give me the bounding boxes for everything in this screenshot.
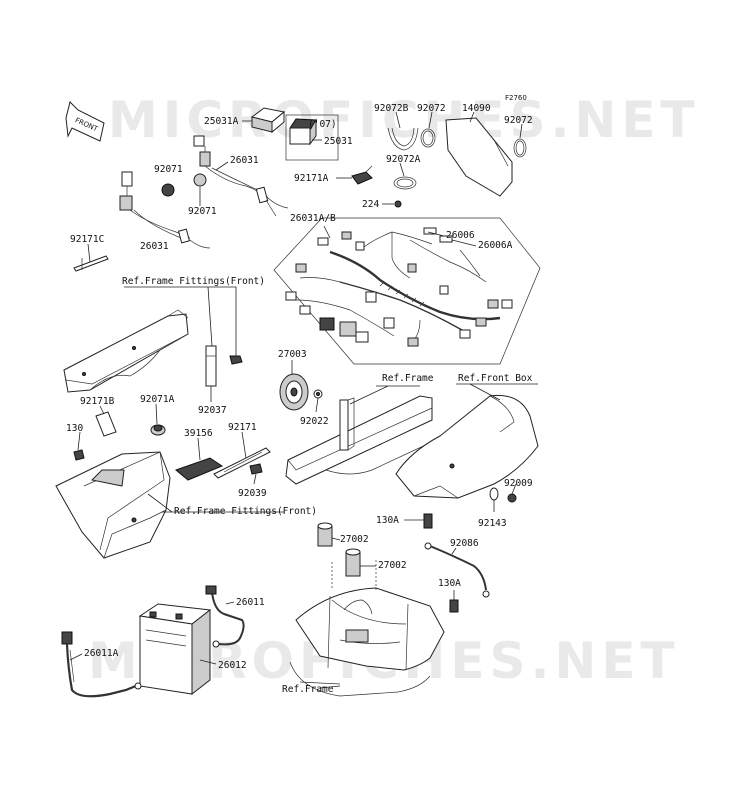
cable-92086 — [424, 542, 490, 598]
relay-25031A — [250, 107, 286, 134]
label-27002-b: 27002 — [378, 560, 407, 571]
label-92072-right: 92072 — [504, 115, 533, 126]
band-92037 — [205, 345, 217, 387]
clip-92171A — [351, 165, 373, 185]
bolt-130 — [73, 449, 85, 461]
harness-outline — [273, 217, 541, 365]
label-92171: 92171 — [228, 422, 257, 433]
label-92086: 92086 — [450, 538, 479, 549]
clamp-92072-right — [513, 138, 527, 158]
box-07 — [285, 114, 339, 161]
band-92171B — [95, 411, 117, 437]
relay-25031 — [289, 118, 317, 146]
label-92009: 92009 — [504, 478, 533, 489]
label-year-note: ('07) — [308, 119, 337, 130]
label-92071A: 92071A — [140, 394, 175, 405]
band-92171 — [213, 447, 271, 479]
label-92071-a: 92071 — [154, 164, 183, 175]
relay-27002-a — [317, 522, 333, 547]
label-92171B: 92171B — [80, 396, 115, 407]
grommet-92071A — [150, 424, 166, 436]
bolt-130A-b — [449, 599, 459, 613]
label-92022: 92022 — [300, 416, 329, 427]
label-25031A: 25031A — [204, 116, 239, 127]
label-26011A: 26011A — [84, 648, 119, 659]
label-39156: 39156 — [184, 428, 213, 439]
label-92171A: 92171A — [294, 173, 329, 184]
clamp-92072B — [387, 127, 419, 151]
bolt-92037-fitting — [229, 355, 243, 365]
sub-harness-26031-lower — [119, 171, 211, 249]
washer-92022 — [313, 389, 323, 399]
ref-frame-fittings-front-2: Ref.Frame Fittings(Front) — [174, 506, 317, 517]
clamp-92072A — [393, 176, 417, 190]
label-92171C: 92171C — [70, 234, 104, 245]
label-26031AB: 26031A/B — [290, 213, 336, 224]
ref-frame-1: Ref.Frame — [382, 373, 434, 384]
label-26012: 26012 — [218, 660, 247, 671]
label-92037: 92037 — [198, 405, 227, 416]
bolt-130A-a — [423, 513, 433, 529]
label-130: 130 — [66, 423, 83, 434]
relay-27002-b — [345, 548, 361, 577]
front-box — [395, 394, 539, 499]
bolt-92009 — [507, 493, 517, 503]
label-26006A: 26006A — [478, 240, 513, 251]
cable-26011 — [205, 585, 245, 648]
clamp-92072 — [420, 128, 436, 148]
lower-frame — [289, 560, 445, 697]
main-harness-26031AB — [285, 227, 513, 347]
bolt-224 — [394, 200, 402, 208]
cover-14090 — [445, 117, 513, 197]
frame-fittings-front-upper — [63, 309, 189, 393]
label-92072B: 92072B — [374, 103, 409, 114]
nut-92143 — [489, 487, 499, 501]
ref-frame-2: Ref.Frame — [282, 684, 334, 695]
label-130A-a: 130A — [376, 515, 399, 526]
label-26006: 26006 — [446, 230, 475, 241]
ref-frame-fittings-front-1: Ref.Frame Fittings(Front) — [122, 276, 265, 287]
horn-27003 — [279, 373, 309, 411]
label-25031: 25031 — [324, 136, 353, 147]
band-92171C — [73, 255, 109, 272]
label-26031-bottom: 26031 — [140, 241, 169, 252]
frame-fittings-front-lower — [55, 451, 171, 559]
label-92143: 92143 — [478, 518, 507, 529]
screw-92039 — [249, 463, 263, 475]
pad-39156 — [175, 457, 224, 481]
battery-26012 — [138, 603, 212, 696]
label-224: 224 — [362, 199, 379, 210]
label-27003: 27003 — [278, 349, 307, 360]
watermark-top: MICROFICHES.NET — [108, 91, 700, 149]
label-130A-b: 130A — [438, 578, 461, 589]
label-27002-a: 27002 — [340, 534, 369, 545]
ref-front-box: Ref.Front Box — [458, 373, 533, 384]
frame-upper-center — [285, 395, 433, 485]
label-92072A: 92072A — [386, 154, 421, 165]
label-26031-top: 26031 — [230, 155, 259, 166]
grommet-92071-a — [161, 183, 175, 197]
label-14090: 14090 — [462, 103, 491, 114]
label-26011: 26011 — [236, 597, 265, 608]
front-arrow-icon: FRONT — [65, 101, 105, 142]
figure-code: F2760 — [505, 94, 527, 102]
label-92071-b: 92071 — [188, 206, 217, 217]
cable-26011A — [61, 631, 142, 698]
grommet-92071-b — [193, 173, 207, 187]
label-92072-top: 92072 — [417, 103, 446, 114]
label-92039: 92039 — [238, 488, 267, 499]
